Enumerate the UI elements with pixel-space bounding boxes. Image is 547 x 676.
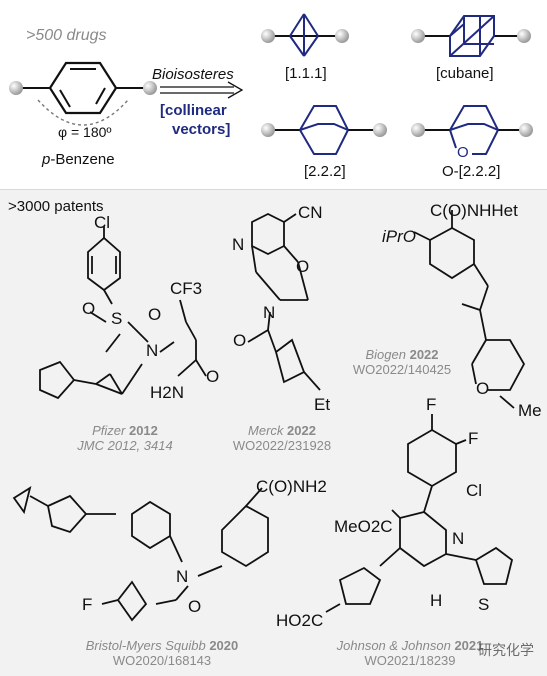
bms-company: Bristol-Myers Squibb: [85, 638, 206, 653]
jnj-company: Johnson & Johnson: [336, 638, 451, 653]
jnj-structure: [325, 414, 514, 613]
bioisosteres-label: Bioisosteres: [152, 66, 234, 83]
biogen-caption: Biogen 2022 WO2022/140425: [353, 347, 451, 377]
pfizer-structure: [39, 226, 207, 400]
vector-note-line2: vectors]: [172, 121, 231, 138]
bms-caption: Bristol-Myers Squibb 2020 WO2020/168143: [86, 638, 238, 668]
pfizer-year: 2012: [128, 423, 158, 438]
merck-year: 2022: [287, 423, 316, 438]
pfizer-cl: Cl: [94, 213, 111, 232]
pfizer-cf3: CF3: [170, 279, 203, 298]
jnj-caption: Johnson & Johnson 2021 WO2021/18239: [337, 638, 484, 668]
oxa-o-atom: O: [457, 144, 469, 161]
bcp-label: [1.1.1]: [285, 65, 327, 82]
merck-et: Et: [314, 395, 331, 414]
benzene-label: p-Benzene: [42, 151, 115, 168]
bms-year: 2020: [209, 638, 239, 653]
bco-label: [2.2.2]: [304, 163, 346, 180]
drug-count: >500 drugs: [26, 27, 107, 44]
jnj-h: H: [430, 591, 443, 610]
jnj-cl: Cl: [466, 481, 483, 500]
merck-caption: Merck 2022 WO2022/231928: [233, 423, 331, 453]
biogen-ref: WO2022/140425: [352, 362, 452, 377]
bms-o: O: [188, 597, 202, 616]
pfizer-n: N: [146, 341, 159, 360]
pfizer-s: S: [111, 309, 123, 328]
jnj-s: S: [478, 595, 490, 614]
cubane-label: [cubane]: [436, 65, 494, 82]
substituent-ball-left: [9, 81, 23, 95]
merck-o: O: [296, 257, 310, 276]
jnj-f1: F: [426, 395, 437, 414]
patent-count: >3000 patents: [8, 198, 104, 215]
biogen-company: Biogen: [365, 347, 406, 362]
substituent-ball-right: [143, 81, 157, 95]
biogen-conhhet: C(O)NHHet: [430, 201, 518, 220]
divider: [0, 189, 547, 190]
oxa-bco-scaffold: [411, 105, 533, 155]
benzene-scaffold: [9, 61, 157, 126]
pfizer-ref: JMC 2012, 3414: [77, 438, 173, 453]
cubane-scaffold: [411, 15, 531, 57]
benzene-name: -Benzene: [50, 151, 115, 168]
jnj-ho2c: HO2C: [276, 611, 324, 630]
merck-structure: [247, 212, 321, 391]
watermark: 研究化学: [478, 642, 534, 658]
merck-o2: O: [233, 331, 247, 350]
bms-conh2: C(O)NH2: [256, 477, 327, 496]
biogen-structure: [413, 210, 526, 409]
angle-label: φ = 180º: [58, 124, 112, 140]
vector-note-line1: [collinear: [160, 102, 227, 119]
jnj-f2: F: [468, 429, 479, 448]
biogen-year: 2022: [409, 347, 439, 362]
merck-ref: WO2022/231928: [232, 438, 332, 453]
bco-scaffold: [261, 105, 387, 155]
bms-ref: WO2020/168143: [112, 653, 212, 668]
benzene-prefix: p: [42, 151, 51, 168]
merck-n-ring: N: [232, 235, 245, 254]
biogen-o: O: [476, 379, 490, 398]
bms-n: N: [176, 567, 189, 586]
pfizer-company: Pfizer: [92, 423, 126, 438]
biogen-me: Me: [518, 401, 542, 420]
merck-n-amide: N: [263, 303, 276, 322]
jnj-year: 2021: [454, 638, 484, 653]
pfizer-h2n: H2N: [150, 383, 185, 402]
jnj-n: N: [452, 529, 465, 548]
merck-cn: CN: [298, 203, 323, 222]
bms-structure: [12, 486, 269, 622]
pfizer-o2: O: [148, 305, 162, 324]
pfizer-o3: O: [206, 367, 220, 386]
bcp-scaffold: [261, 13, 349, 57]
pfizer-o1: O: [82, 299, 96, 318]
pfizer-caption: Pfizer 2012 JMC 2012, 3414: [77, 423, 172, 453]
bioisostere-arrow: [160, 81, 244, 99]
biogen-ipro: iPrO: [382, 227, 416, 246]
jnj-meo2c: MeO2C: [334, 517, 393, 536]
merck-company: Merck: [248, 423, 284, 438]
bms-f: F: [82, 595, 93, 614]
oxa-bco-label: O-[2.2.2]: [442, 163, 501, 180]
jnj-ref: WO2021/18239: [364, 653, 456, 668]
